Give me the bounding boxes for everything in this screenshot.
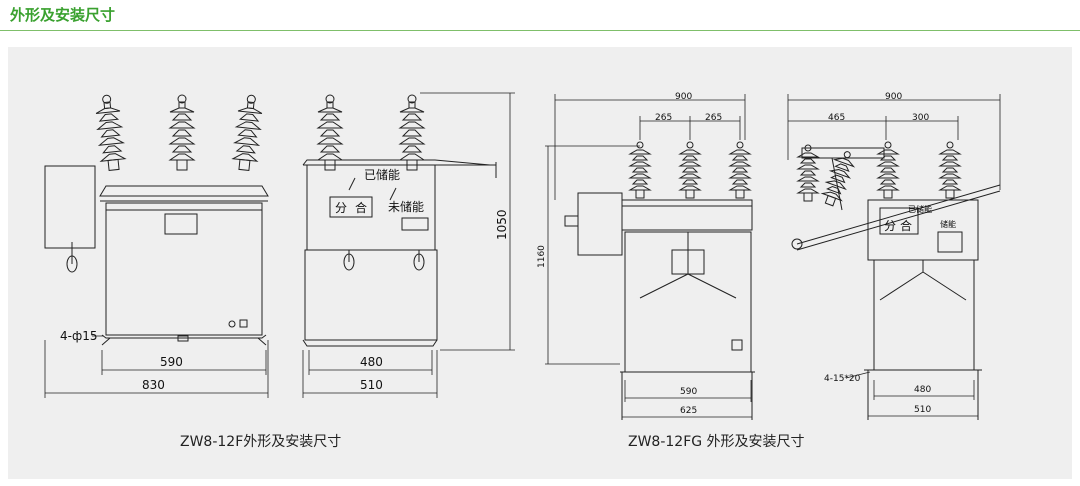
fig1-caption: ZW8-12F外形及安装尺寸 — [180, 434, 341, 450]
fig2-dim-510: 510 — [914, 405, 931, 415]
fig1-dim-1050: 1050 — [495, 209, 509, 240]
fig1-side-dimension-lines — [302, 92, 515, 398]
fig2-dim-480: 480 — [914, 385, 931, 395]
fig2-caption: ZW8-12FG 外形及安装尺寸 — [628, 434, 805, 450]
fig1-label-open: 分 — [335, 201, 347, 215]
fig2-holes: 4-15*20 — [824, 374, 861, 384]
fig1-side-view — [302, 94, 497, 347]
fig1-holes: 4-ф15 — [60, 329, 98, 343]
fig2-label-close: 合 — [900, 218, 912, 233]
fig2-dim-1160: 1160 — [537, 245, 547, 268]
fig2-label-not-stored: 储能 — [940, 219, 956, 229]
fig1-dim-510: 510 — [360, 378, 383, 392]
fig1-label-stored: 已储能 — [364, 167, 400, 182]
fig2-side-dimension-lines — [787, 94, 1001, 420]
fig1-dim-480: 480 — [360, 355, 383, 369]
fig1-label-close: 合 — [355, 200, 367, 215]
fig2-dim-900a: 900 — [675, 92, 692, 102]
fig2-dim-590: 590 — [680, 387, 697, 397]
header-divider — [0, 30, 1080, 31]
fig2-dim-265a: 265 — [655, 113, 672, 123]
fig2-label-stored: 已储能 — [908, 204, 932, 214]
section-title: 外形及安装尺寸 — [10, 6, 116, 24]
fig2-dim-300: 300 — [912, 113, 929, 123]
fig1-dim-830: 830 — [142, 378, 165, 392]
fig1-dim-590: 590 — [160, 355, 183, 369]
fig2-dim-625: 625 — [680, 406, 697, 416]
fig2-dim-465: 465 — [828, 113, 845, 123]
fig2-dim-900b: 900 — [885, 92, 902, 102]
fig2-side-view — [791, 141, 1001, 420]
drawing-panel — [8, 47, 1072, 479]
fig1-front-view — [44, 93, 269, 346]
fig1-label-not-stored: 未储能 — [388, 199, 424, 214]
fig1-dimension-lines — [44, 335, 269, 398]
fig2-front-view — [564, 141, 755, 420]
fig2-label-open: 分 — [884, 219, 896, 233]
fig2-dim-265b: 265 — [705, 113, 722, 123]
fig2-dimension-lines — [545, 94, 753, 420]
